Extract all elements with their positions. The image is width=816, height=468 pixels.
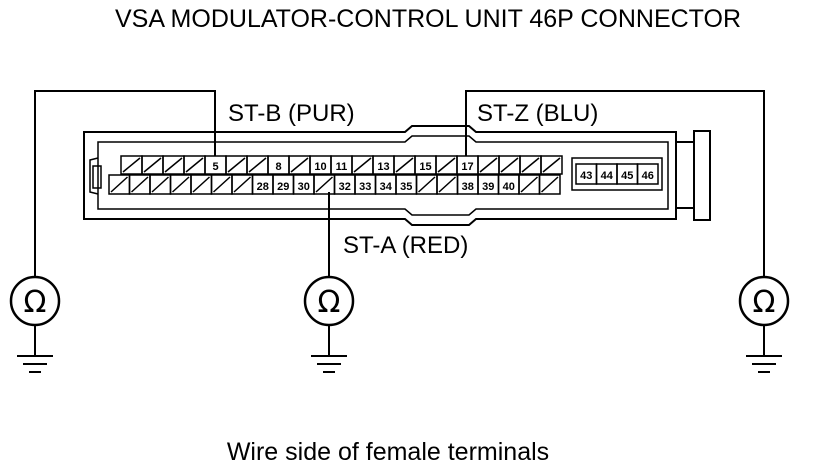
terminal-39: 39 <box>477 174 500 195</box>
svg-text:44: 44 <box>601 170 614 182</box>
ohm-icon: Ω <box>24 285 47 320</box>
terminal-empty <box>108 174 131 195</box>
terminal-empty <box>141 155 164 175</box>
terminal-empty <box>231 174 254 195</box>
terminal-empty <box>393 155 416 175</box>
terminal-empty <box>538 174 561 195</box>
terminal-empty <box>518 174 541 195</box>
terminal-45: 45 <box>616 163 639 185</box>
terminal-46: 46 <box>636 163 659 185</box>
connector-housing <box>83 125 711 226</box>
terminal-40: 40 <box>497 174 520 195</box>
svg-text:30: 30 <box>298 181 310 193</box>
terminal-44: 44 <box>595 163 618 185</box>
large-pin-frame <box>571 157 663 191</box>
terminal-empty <box>149 174 172 195</box>
terminal-empty <box>540 155 563 175</box>
svg-text:13: 13 <box>377 161 389 173</box>
svg-text:45: 45 <box>621 170 633 182</box>
ohmmeter-right: Ω <box>738 275 790 327</box>
svg-text:5: 5 <box>212 161 218 173</box>
svg-text:11: 11 <box>336 161 348 173</box>
ground-left-icon <box>17 325 53 373</box>
terminal-34: 34 <box>374 174 397 195</box>
terminal-13: 13 <box>372 155 395 175</box>
terminal-30: 30 <box>292 174 315 195</box>
terminal-10: 10 <box>309 155 332 175</box>
svg-text:40: 40 <box>503 181 515 193</box>
terminal-17: 17 <box>456 155 479 175</box>
terminal-empty <box>498 155 521 175</box>
st-z-wire <box>465 90 765 276</box>
terminal-empty <box>128 174 151 195</box>
terminal-empty <box>210 174 233 195</box>
svg-text:8: 8 <box>275 161 281 173</box>
terminal-8: 8 <box>267 155 290 175</box>
terminal-empty <box>246 155 269 175</box>
svg-text:39: 39 <box>482 181 494 193</box>
terminal-29: 29 <box>272 174 295 195</box>
terminal-empty <box>435 155 458 175</box>
terminal-empty <box>169 174 192 195</box>
terminal-43: 43 <box>575 163 598 185</box>
terminal-empty <box>183 155 206 175</box>
st-z-label: ST-Z (BLU) <box>477 100 598 127</box>
terminal-empty <box>190 174 213 195</box>
terminal-empty <box>477 155 500 175</box>
terminal-35: 35 <box>395 174 418 195</box>
ohmmeter-center: Ω <box>303 275 355 327</box>
svg-text:33: 33 <box>359 181 371 193</box>
ohmmeter-left: Ω <box>9 275 61 327</box>
terminal-38: 38 <box>456 174 479 195</box>
connector-bottom-row: 28 29 30 32 33 34 35 38 39 40 <box>108 174 561 195</box>
terminal-empty <box>436 174 459 195</box>
svg-text:46: 46 <box>642 170 654 182</box>
connector-top-row: 5 8 10 11 13 15 17 <box>120 155 563 175</box>
terminal-empty <box>288 155 311 175</box>
terminal-empty <box>519 155 542 175</box>
terminal-15: 15 <box>414 155 437 175</box>
svg-text:17: 17 <box>461 161 473 173</box>
terminal-empty <box>225 155 248 175</box>
ohm-icon: Ω <box>753 285 776 320</box>
terminal-empty <box>120 155 143 175</box>
st-b-wire <box>34 90 216 276</box>
connector-large-pins: 43 44 45 46 <box>571 157 663 191</box>
terminal-28: 28 <box>251 174 274 195</box>
svg-text:15: 15 <box>419 161 431 173</box>
svg-text:29: 29 <box>277 181 289 193</box>
svg-text:43: 43 <box>580 170 592 182</box>
terminal-empty <box>162 155 185 175</box>
terminal-32: 32 <box>333 174 356 195</box>
svg-text:38: 38 <box>462 181 474 193</box>
ground-center-icon <box>311 325 347 373</box>
svg-text:10: 10 <box>314 161 326 173</box>
svg-text:35: 35 <box>400 181 412 193</box>
st-a-label: ST-A (RED) <box>343 232 468 259</box>
terminal-33: 33 <box>354 174 377 195</box>
svg-text:28: 28 <box>257 181 269 193</box>
page-title: VSA MODULATOR-CONTROL UNIT 46P CONNECTOR <box>115 5 741 33</box>
st-b-label: ST-B (PUR) <box>228 100 355 127</box>
terminal-empty <box>351 155 374 175</box>
ground-right-icon <box>746 325 782 373</box>
terminal-empty <box>313 174 336 195</box>
svg-text:34: 34 <box>380 181 393 193</box>
terminal-11: 11 <box>330 155 353 175</box>
ohm-icon: Ω <box>318 285 341 320</box>
terminal-empty <box>415 174 438 195</box>
diagram-caption: Wire side of female terminals <box>227 438 549 466</box>
svg-text:32: 32 <box>339 181 351 193</box>
terminal-5: 5 <box>204 155 227 175</box>
